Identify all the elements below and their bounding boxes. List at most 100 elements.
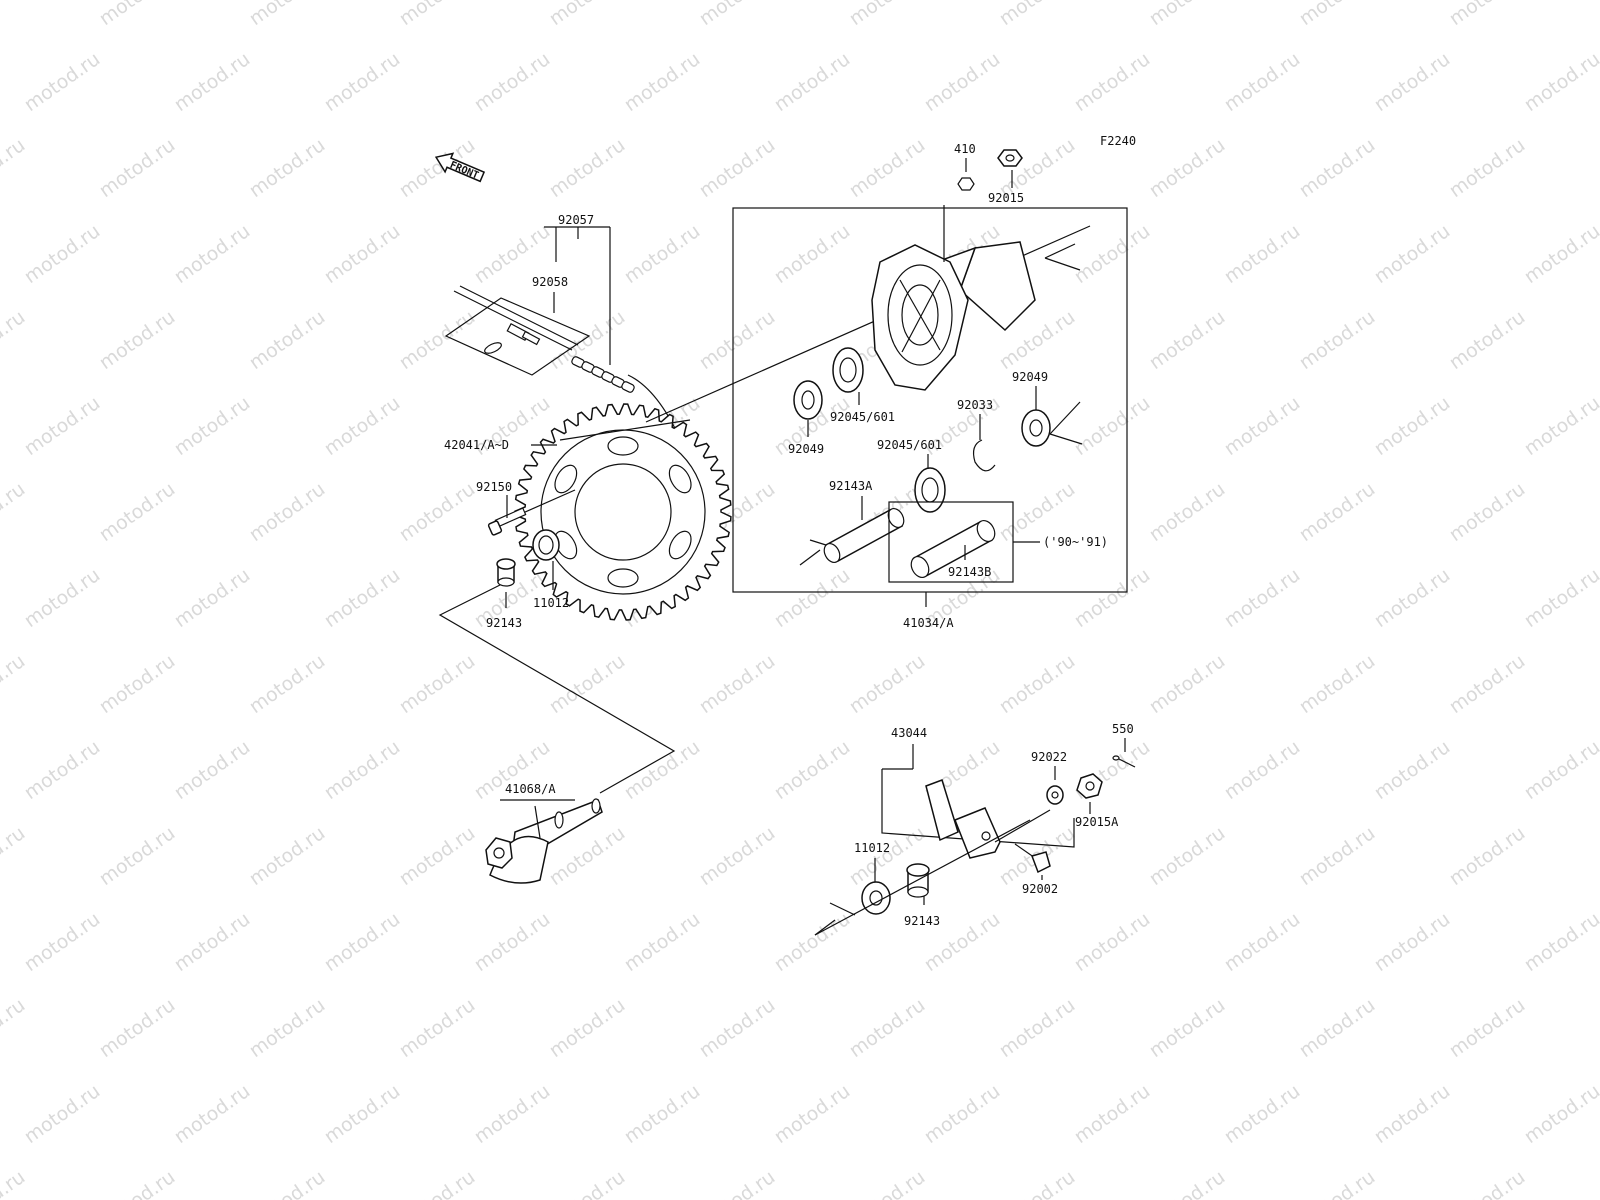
- watermark-text: motod.ru: [695, 306, 779, 374]
- watermark-text: motod.ru: [1520, 908, 1600, 976]
- watermark-text: motod.ru: [695, 822, 779, 890]
- label-43044: 43044: [891, 726, 927, 740]
- label-92002: 92002: [1022, 882, 1058, 896]
- watermark-text: motod.ru: [470, 48, 554, 116]
- watermark-text: motod.ru: [1445, 134, 1529, 202]
- watermark-text: motod.ru: [1220, 392, 1304, 460]
- watermark-text: motod.ru: [170, 392, 254, 460]
- watermark-text: motod.ru: [245, 306, 329, 374]
- watermark-text: motod.ru: [170, 1080, 254, 1148]
- watermark-text: motod.ru: [1445, 0, 1529, 30]
- watermark-text: motod.ru: [395, 994, 479, 1062]
- watermark-text: motod.ru: [20, 564, 104, 632]
- watermark-text: motod.ru: [1295, 822, 1379, 890]
- label-92143A: 92143A: [829, 479, 873, 493]
- watermark-text: motod.ru: [320, 220, 404, 288]
- watermark-text: motod.ru: [695, 134, 779, 202]
- watermark-text: motod.ru: [1370, 48, 1454, 116]
- watermark-text: motod.ru: [920, 1080, 1004, 1148]
- watermark-text: motod.ru: [1445, 994, 1529, 1062]
- watermark-text: motod.ru: [395, 822, 479, 890]
- watermark-text: motod.ru: [95, 1166, 179, 1200]
- watermark-text: motod.ru: [1595, 822, 1600, 890]
- label-92045-lower: 92045/601: [877, 438, 942, 452]
- watermark-text: motod.ru: [1370, 908, 1454, 976]
- watermark-text: motod.ru: [0, 134, 29, 202]
- label-92045-upper: 92045/601: [830, 410, 895, 424]
- label-92143B: 92143B: [948, 565, 991, 579]
- watermark-text: motod.ru: [995, 650, 1079, 718]
- watermark-text: motod.ru: [770, 564, 854, 632]
- sprocket-lightening-hole: [607, 436, 639, 456]
- watermark-text: motod.ru: [395, 0, 479, 30]
- watermark-text: motod.ru: [770, 736, 854, 804]
- collar-92143-left: 92143: [438, 558, 676, 794]
- watermark-text: motod.ru: [845, 1166, 929, 1200]
- watermark-text: motod.ru: [1145, 994, 1229, 1062]
- watermark-text: motod.ru: [845, 134, 929, 202]
- watermark-text: motod.ru: [20, 392, 104, 460]
- watermark-text: motod.ru: [245, 478, 329, 546]
- watermark-text: motod.ru: [395, 306, 479, 374]
- watermark-text: motod.ru: [1445, 306, 1529, 374]
- watermark-text: motod.ru: [1595, 306, 1600, 374]
- watermark-text: motod.ru: [20, 1080, 104, 1148]
- watermark-text: motod.ru: [1520, 220, 1600, 288]
- watermark-text: motod.ru: [1445, 822, 1529, 890]
- watermark-text: motod.ru: [395, 478, 479, 546]
- watermark-text: motod.ru: [320, 1080, 404, 1148]
- watermark-text: motod.ru: [95, 306, 179, 374]
- watermark-text: motod.ru: [95, 822, 179, 890]
- watermark-text: motod.ru: [1370, 1080, 1454, 1148]
- watermark-text: motod.ru: [1295, 1166, 1379, 1200]
- watermark-text: motod.ru: [620, 1080, 704, 1148]
- label-years: ('90~'91): [1043, 535, 1108, 549]
- watermark-text: motod.ru: [1295, 306, 1379, 374]
- label-92015A: 92015A: [1075, 815, 1119, 829]
- watermark-text: motod.ru: [1595, 650, 1600, 718]
- watermark-text: motod.ru: [1520, 48, 1600, 116]
- watermark-text: motod.ru: [1370, 392, 1454, 460]
- watermark-text: motod.ru: [1070, 1080, 1154, 1148]
- watermark-text: motod.ru: [20, 220, 104, 288]
- watermark-text: motod.ru: [95, 0, 179, 30]
- sprocket-lightening-hole: [668, 464, 692, 494]
- watermark-text: motod.ru: [1295, 134, 1379, 202]
- watermark-text: motod.ru: [1145, 0, 1229, 30]
- watermark-text: motod.ru: [245, 650, 329, 718]
- watermark-text: motod.ru: [95, 134, 179, 202]
- sprocket-bolt-92150: 92150: [476, 480, 576, 536]
- watermark-text: motod.ru: [20, 908, 104, 976]
- watermark-text: motod.ru: [695, 1166, 779, 1200]
- watermark-text: motod.ru: [770, 1080, 854, 1148]
- watermark-text: motod.ru: [245, 1166, 329, 1200]
- watermark-text: motod.ru: [1370, 564, 1454, 632]
- watermark-text: motod.ru: [620, 220, 704, 288]
- label-11012-right: 11012: [854, 841, 890, 855]
- watermark-text: motod.ru: [845, 650, 929, 718]
- watermark-text: motod.ru: [1070, 48, 1154, 116]
- label-41034: 41034/A: [903, 616, 954, 630]
- watermark-text: motod.ru: [995, 0, 1079, 30]
- watermark-text: motod.ru: [1070, 392, 1154, 460]
- watermark-text: motod.ru: [1220, 908, 1304, 976]
- watermark-text: motod.ru: [320, 736, 404, 804]
- chain-link: [621, 381, 635, 393]
- watermark-text: motod.ru: [1295, 0, 1379, 30]
- watermark-text: motod.ru: [245, 994, 329, 1062]
- watermark-text: motod.ru: [470, 908, 554, 976]
- watermark-text: motod.ru: [0, 0, 29, 30]
- label-11012-left: 11012: [533, 596, 569, 610]
- watermark-text: motod.ru: [170, 48, 254, 116]
- watermark-text: motod.ru: [1220, 220, 1304, 288]
- watermark-text: motod.ru: [395, 650, 479, 718]
- watermark-text: motod.ru: [695, 994, 779, 1062]
- watermark-text: motod.ru: [845, 0, 929, 30]
- watermark-text: motod.ru: [1070, 564, 1154, 632]
- rear-sprocket: 42041/A~D: [444, 403, 732, 621]
- watermark-text: motod.ru: [1145, 650, 1229, 718]
- oil-seal-11012-left: 11012: [532, 529, 569, 610]
- chain-adjuster-assembly: 43044 92022 92015A 550 92002 11012 92143: [814, 722, 1136, 936]
- watermark-text: motod.ru: [95, 994, 179, 1062]
